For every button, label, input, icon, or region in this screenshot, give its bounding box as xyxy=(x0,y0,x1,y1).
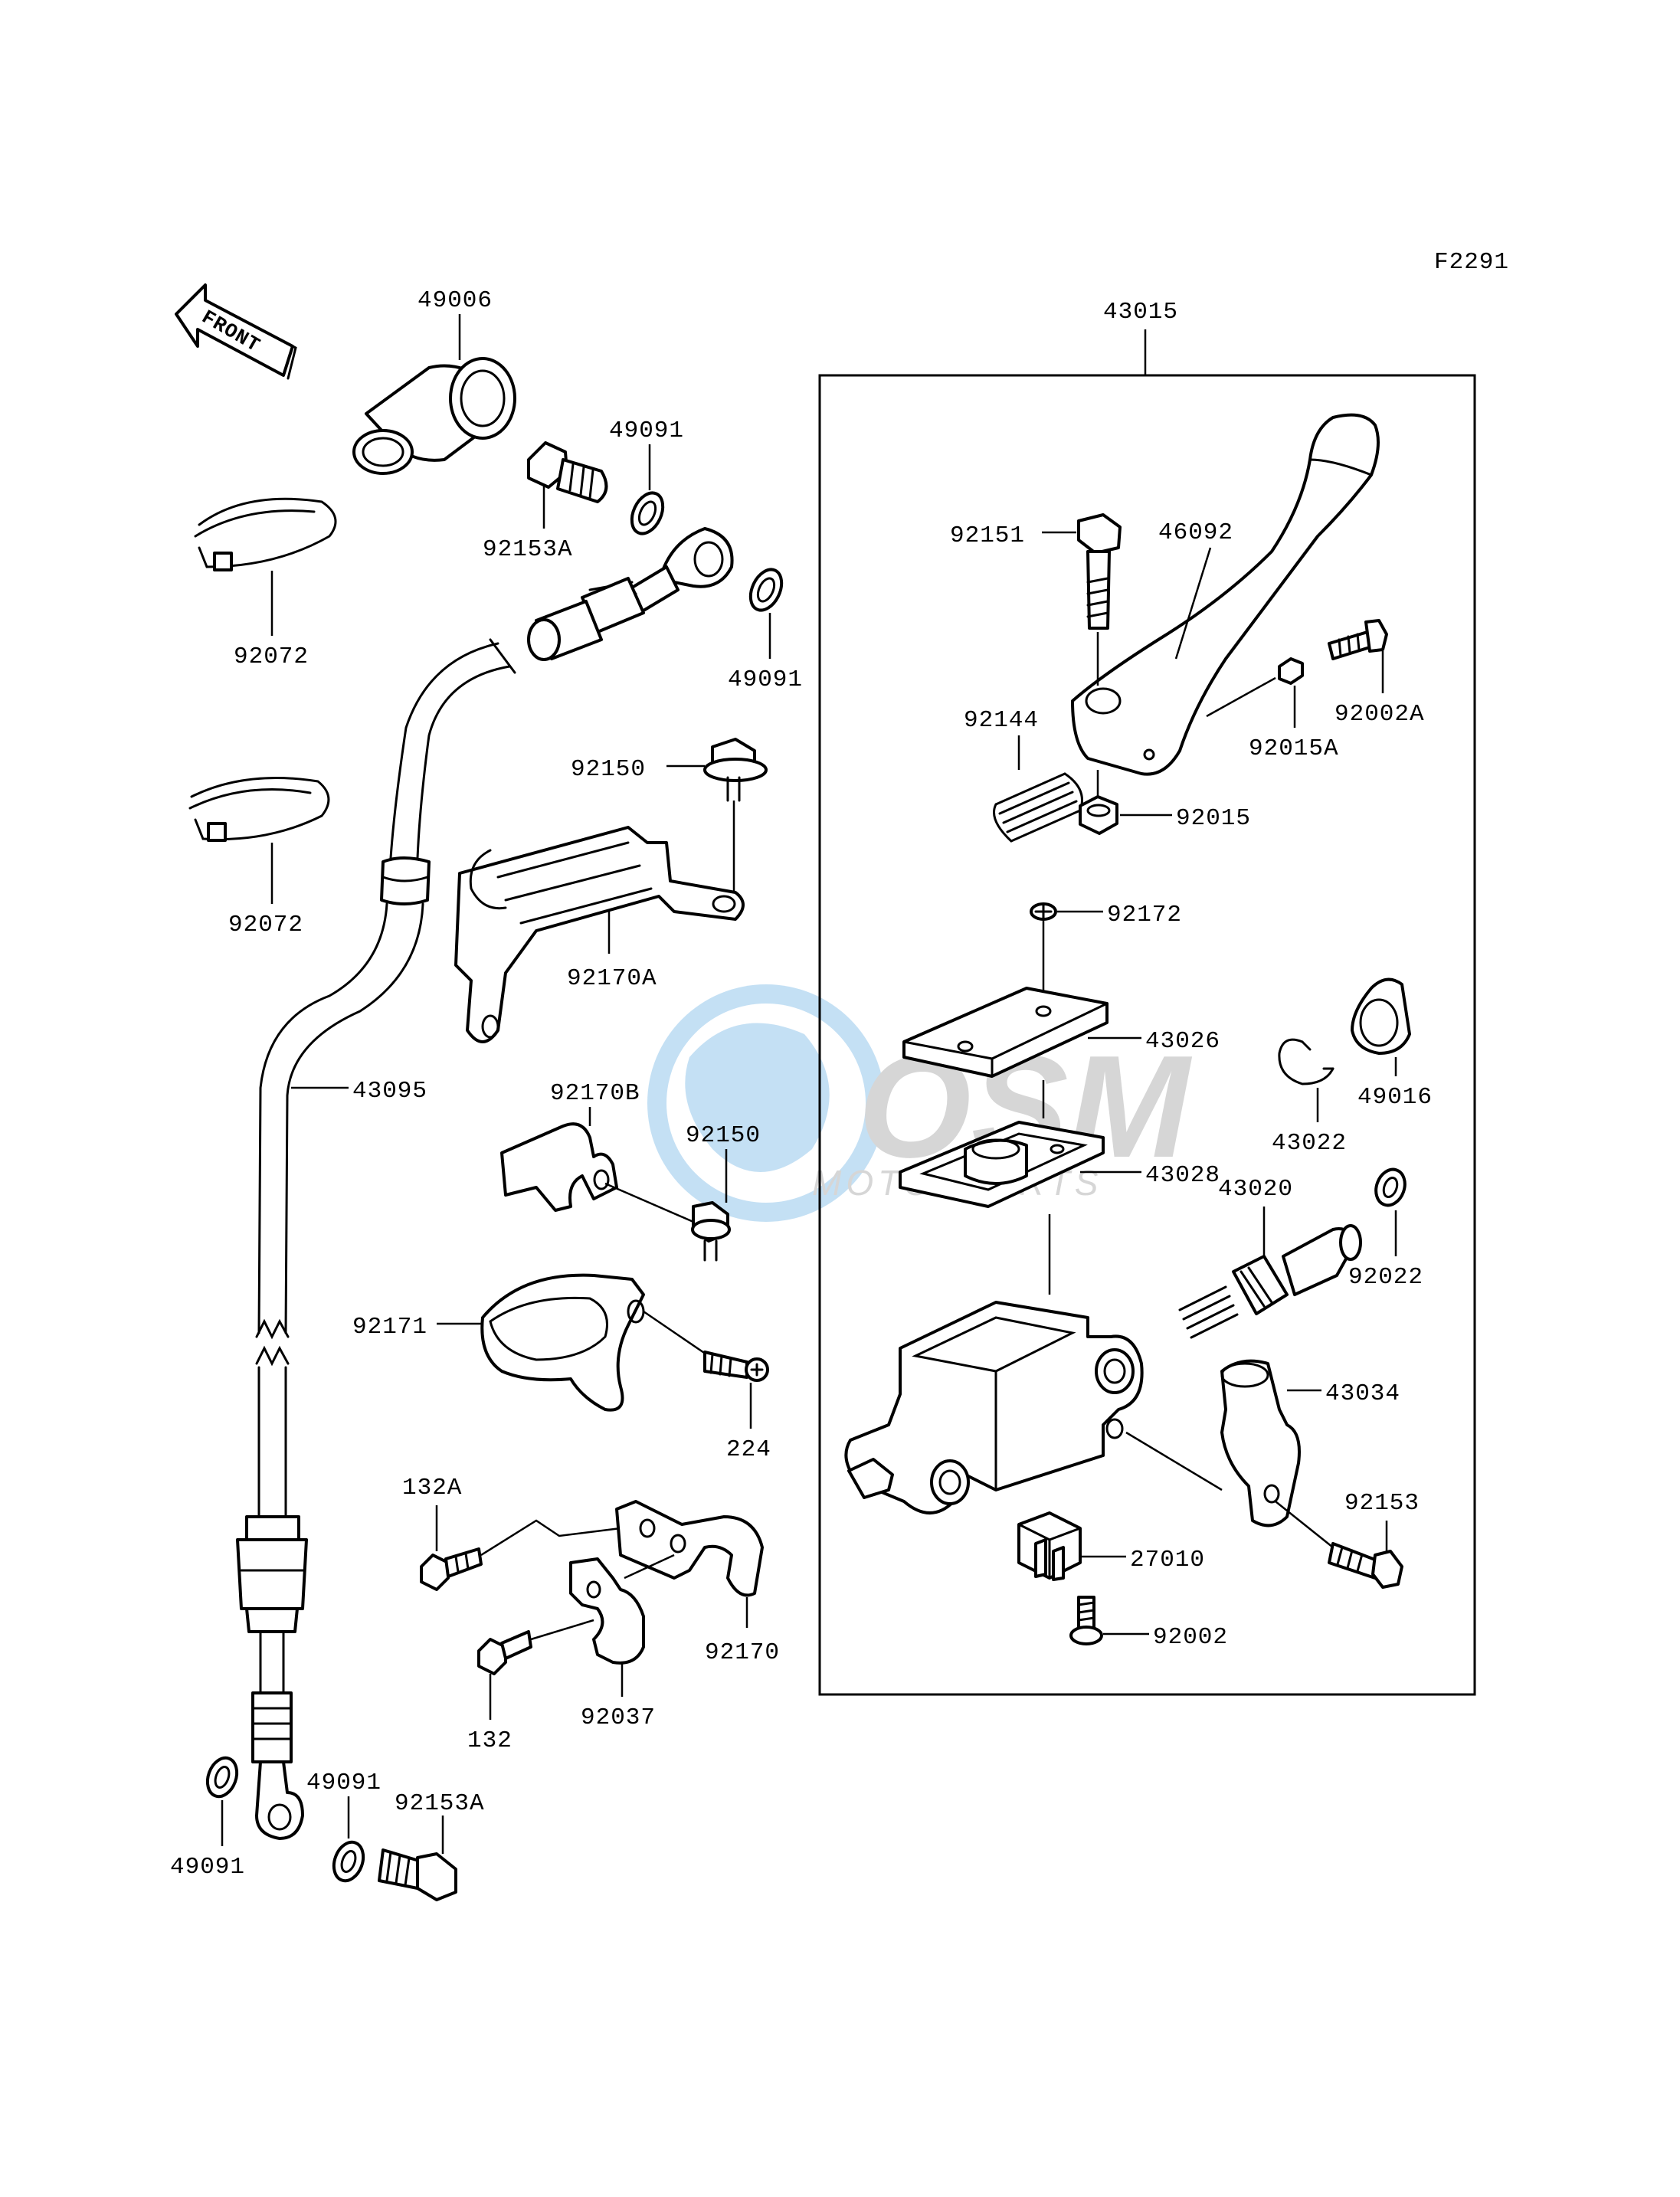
label-92144: 92144 xyxy=(964,707,1039,734)
label-92170: 92170 xyxy=(705,1639,780,1666)
part-49016-boot xyxy=(1351,977,1411,1055)
part-92171-clamp xyxy=(480,1273,645,1412)
part-92153A-bolt-top xyxy=(527,441,608,503)
label-92015A: 92015A xyxy=(1249,735,1339,762)
label-92002: 92002 xyxy=(1153,1624,1228,1651)
part-43026-cap xyxy=(902,987,1109,1078)
part-43095-brake-hose xyxy=(236,527,734,1840)
part-92153-bolt xyxy=(1328,1542,1403,1589)
label-92150-2: 92150 xyxy=(686,1122,761,1149)
part-92150-bolt-1 xyxy=(703,738,768,802)
label-49091-4: 49091 xyxy=(306,1770,382,1796)
part-49091-washer-3 xyxy=(205,1756,239,1799)
part-92002-screw xyxy=(1069,1596,1103,1645)
part-49091-washer-1 xyxy=(630,491,665,535)
label-43020: 43020 xyxy=(1218,1176,1293,1203)
label-43034: 43034 xyxy=(1325,1380,1400,1407)
front-arrow-icon: FRONT xyxy=(175,283,297,380)
label-49091-1: 49091 xyxy=(609,417,684,444)
part-46092-lever xyxy=(1071,413,1380,776)
part-92072-clamp-2 xyxy=(188,777,330,842)
label-49091-3: 49091 xyxy=(170,1854,245,1881)
part-43022-circlip xyxy=(1278,1038,1335,1085)
part-92022-washer xyxy=(1374,1167,1407,1207)
label-92022: 92022 xyxy=(1348,1264,1423,1291)
part-92072-clamp-1 xyxy=(194,497,337,571)
label-92170A: 92170A xyxy=(567,965,657,992)
part-43020-piston xyxy=(1178,1224,1362,1339)
leader-46092 xyxy=(1174,547,1212,660)
part-master-cylinder-body xyxy=(844,1301,1144,1514)
label-92153A-bottom: 92153A xyxy=(395,1790,485,1817)
part-92151-pivot-bolt xyxy=(1077,513,1122,630)
label-92072-1: 92072 xyxy=(234,643,309,670)
part-92170B-clip xyxy=(500,1122,618,1212)
part-49091-washer-2 xyxy=(748,568,784,612)
label-43028: 43028 xyxy=(1145,1162,1220,1189)
label-92037: 92037 xyxy=(581,1704,656,1731)
label-92151: 92151 xyxy=(950,522,1025,549)
label-49091-2: 49091 xyxy=(728,666,803,693)
part-224-screw xyxy=(703,1351,769,1382)
part-92015A-nut xyxy=(1278,657,1304,685)
part-92150-bolt-2 xyxy=(691,1201,731,1262)
part-92144-spring xyxy=(993,772,1083,843)
label-224: 224 xyxy=(726,1436,771,1463)
leader-92015 xyxy=(1096,770,1172,817)
label-43095: 43095 xyxy=(352,1078,427,1105)
assembly-box-43015 xyxy=(818,374,1476,1696)
label-46092: 46092 xyxy=(1158,519,1233,546)
label-92172: 92172 xyxy=(1107,902,1182,928)
part-92170-bracket xyxy=(615,1500,764,1597)
part-92170A-bracket xyxy=(454,826,745,1043)
label-43022: 43022 xyxy=(1272,1130,1347,1157)
part-27010-switch xyxy=(1017,1511,1082,1581)
part-132-bolt xyxy=(477,1630,532,1675)
part-132A-bolt xyxy=(420,1547,483,1591)
label-132: 132 xyxy=(467,1727,513,1754)
part-43034-holder xyxy=(1220,1359,1301,1527)
part-49006-fitting xyxy=(352,357,516,475)
label-92002A: 92002A xyxy=(1335,701,1425,728)
label-92171: 92171 xyxy=(352,1314,427,1341)
part-92015-nut xyxy=(1079,795,1118,835)
label-27010: 27010 xyxy=(1130,1547,1205,1573)
label-49006: 49006 xyxy=(418,287,493,314)
label-92153: 92153 xyxy=(1344,1490,1420,1517)
label-92150-1: 92150 xyxy=(571,756,646,783)
label-49016: 49016 xyxy=(1357,1084,1433,1111)
part-92037-clamp xyxy=(569,1557,645,1665)
label-92072-2: 92072 xyxy=(228,912,303,938)
part-92002A-screw xyxy=(1328,619,1388,660)
part-92153A-bolt-bottom xyxy=(378,1848,457,1901)
part-92172-screw xyxy=(1030,902,1057,921)
label-43015: 43015 xyxy=(1103,299,1178,326)
figure-code: F2291 xyxy=(1434,249,1509,276)
label-132A: 132A xyxy=(402,1475,462,1501)
part-49091-washer-4 xyxy=(332,1840,365,1883)
label-92015: 92015 xyxy=(1176,805,1251,832)
label-92170B: 92170B xyxy=(550,1080,640,1107)
part-43028-diaphragm xyxy=(899,1121,1105,1208)
label-92153A-top: 92153A xyxy=(483,536,573,563)
label-43026: 43026 xyxy=(1145,1028,1220,1055)
